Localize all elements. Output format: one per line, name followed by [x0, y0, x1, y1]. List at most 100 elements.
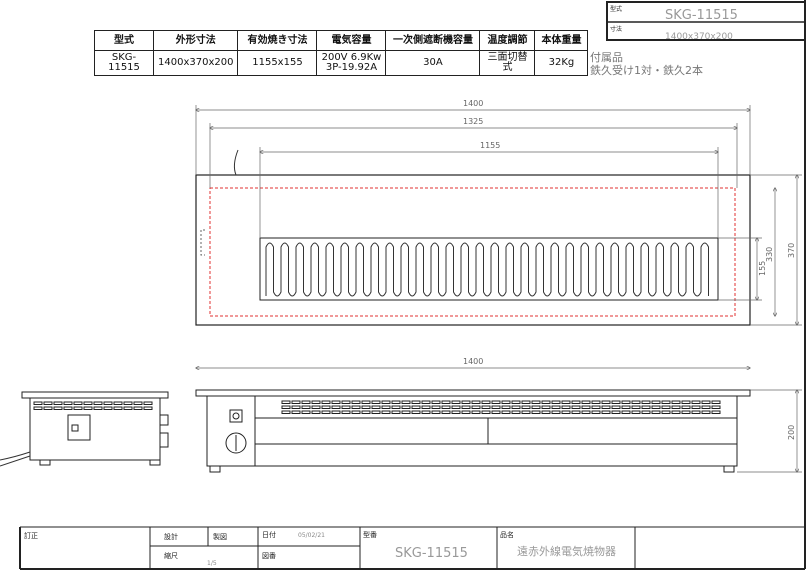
vent-slot [461, 400, 471, 404]
vent-slot [521, 410, 531, 414]
vent-slot [471, 400, 481, 404]
vent-slot [541, 405, 551, 409]
vent-slot [581, 410, 591, 414]
vent-slot [661, 410, 671, 414]
date-value: 05/02/21 [298, 532, 325, 539]
vent-slot [391, 400, 401, 404]
vent-slot [621, 400, 631, 404]
vent-slot [133, 401, 143, 405]
accessories-note: 付属品 鉄久受け1対・鉄久2本 [590, 51, 703, 77]
drawing-no-label: 図番 [262, 552, 276, 560]
vent-slot [401, 400, 411, 404]
drawing-frame [19, 0, 806, 570]
spec-row: SKG-11515 1400x370x200 1155x155 200V 6.9… [94, 50, 589, 76]
dim-right-inner: 330 [765, 247, 774, 262]
vent-slot [561, 400, 571, 404]
vent-slot [301, 410, 311, 414]
vent-slot [561, 405, 571, 409]
vent-slot [581, 405, 591, 409]
vent-slot [391, 410, 401, 414]
vent-slot [391, 405, 401, 409]
vent-slot [581, 400, 591, 404]
vent-slot [701, 400, 711, 404]
vent-slot [281, 400, 291, 404]
vent-slot [371, 410, 381, 414]
side-view [0, 391, 169, 467]
vent-slot [711, 400, 721, 404]
vent-slot [441, 400, 451, 404]
product-value: 遠赤外線電気焼物器 [517, 544, 616, 558]
scale-value: 1/5 [207, 560, 217, 567]
vent-slot [531, 400, 541, 404]
spec-cell-temp: 三面切替式 [479, 50, 536, 76]
heater-coil [265, 242, 709, 297]
model-no-label: 型番 [363, 530, 377, 539]
vent-slot [301, 400, 311, 404]
vent-slot [521, 400, 531, 404]
vent-slot [641, 405, 651, 409]
temperature-knob [225, 432, 247, 454]
vent-slot [511, 410, 521, 414]
vent-slot [321, 400, 331, 404]
vent-slot [361, 410, 371, 414]
vent-slot [281, 410, 291, 414]
spec-table: 型式 外形寸法 有効焼き寸法 電気容量 一次側遮断機容量 温度調節 本体重量 S… [94, 30, 589, 76]
vent-slot [591, 405, 601, 409]
product-label: 品名 [500, 530, 514, 539]
vent-slot [611, 410, 621, 414]
vent-slot [103, 406, 113, 410]
spec-header-row: 型式 外形寸法 有効焼き寸法 電気容量 一次側遮断機容量 温度調節 本体重量 [94, 30, 589, 51]
vent-slot [311, 405, 321, 409]
vent-slot [681, 405, 691, 409]
vent-slot [291, 405, 301, 409]
accessories-title: 付属品 [590, 51, 623, 64]
vent-slot [701, 405, 711, 409]
vent-slot [601, 410, 611, 414]
dimension-labels: 1400 1325 1155 370 330 155 1400 200 [463, 99, 796, 440]
vent-slot [411, 400, 421, 404]
vent-slot [43, 406, 53, 410]
vent-slot [491, 400, 501, 404]
vent-slot [341, 410, 351, 414]
vent-slot [83, 406, 93, 410]
scale-label: 縮尺 [164, 551, 178, 560]
vent-slot [501, 405, 511, 409]
vent-slot [671, 400, 681, 404]
vent-slot [491, 410, 501, 414]
vent-slot [73, 401, 83, 405]
vent-slot [661, 400, 671, 404]
vent-slot [541, 410, 551, 414]
vent-slot [691, 410, 701, 414]
vent-slot [691, 400, 701, 404]
vent-slot [571, 400, 581, 404]
dim-front-width: 1400 [463, 357, 483, 366]
revision-label: 訂正 [24, 531, 38, 540]
vent-slot [113, 401, 123, 405]
vent-slot [321, 410, 331, 414]
vent-slot [611, 405, 621, 409]
dim-top-grill: 1155 [480, 141, 500, 150]
vent-slot [481, 410, 491, 414]
hidden-outline [209, 187, 736, 317]
vent-slot [351, 410, 361, 414]
dim-right-grill: 155 [758, 261, 767, 276]
vent-slot [491, 405, 501, 409]
vent-slot [143, 401, 153, 405]
vent-slot [321, 405, 331, 409]
dim-front-height: 200 [787, 425, 796, 440]
vent-slot [641, 410, 651, 414]
title-block-text: 訂正 設計 製図 日付 05/02/21 縮尺 1/5 図番 型番 SKG-11… [24, 530, 616, 567]
vent-slot [401, 405, 411, 409]
power-line1: 200V 6.9Kw [321, 52, 382, 63]
vent-slot [501, 400, 511, 404]
vent-slot [341, 405, 351, 409]
vent-slot [531, 410, 541, 414]
vent-slot [291, 410, 301, 414]
vent-slot [143, 406, 153, 410]
vent-slot [631, 405, 641, 409]
vent-slot [301, 405, 311, 409]
vent-slot [331, 400, 341, 404]
vent-slot [451, 400, 461, 404]
vent-slot [63, 401, 73, 405]
